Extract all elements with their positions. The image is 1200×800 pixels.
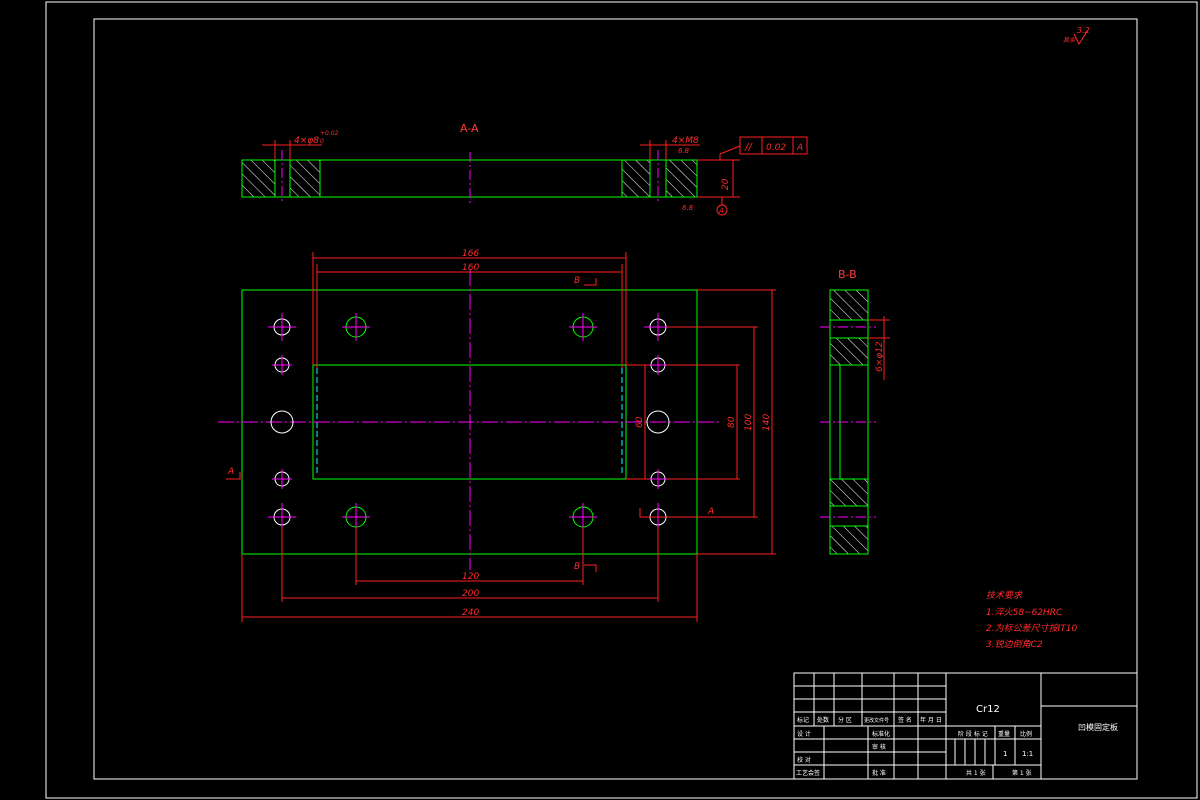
tech-req-3: 3.锐边倒角C2 bbox=[986, 639, 1043, 650]
tb-weight: 重量 bbox=[998, 730, 1010, 738]
tb-check: 校 对 bbox=[797, 756, 811, 764]
tech-req-2: 2.为标公差尺寸按IT10 bbox=[986, 623, 1077, 634]
title-block bbox=[793, 672, 1138, 780]
tech-requirements: 技术要求 1.淬火58~62HRC 2.为标公差尺寸按IT10 3.锐边倒角C2 bbox=[986, 590, 1077, 650]
datum-marker bbox=[716, 204, 728, 216]
tb-review: 审 核 bbox=[872, 743, 886, 751]
tb-stage: 阶 段 标 记 bbox=[958, 730, 988, 738]
tb-process: 工艺会签 bbox=[796, 769, 820, 777]
tb-sheets-total: 共 1 张 bbox=[966, 769, 986, 777]
dim-80: 80 bbox=[727, 416, 737, 428]
drawing-frame bbox=[45, 1, 1198, 799]
dim-200: 200 bbox=[462, 589, 479, 599]
flatness-datum: A bbox=[796, 143, 803, 153]
tb-header-2: 分 区 bbox=[838, 716, 852, 724]
bottom-dims bbox=[241, 527, 698, 622]
thickness-dim: 20 bbox=[721, 178, 731, 190]
thread-bottom: 6.8 bbox=[682, 204, 694, 212]
flatness-frame bbox=[739, 136, 808, 155]
material: Cr12 bbox=[976, 704, 1000, 715]
top-hole-tol-low: 0 bbox=[320, 138, 324, 145]
tb-design: 设 计 bbox=[797, 730, 811, 738]
cut-a-right: A bbox=[707, 507, 714, 517]
section-bb-label: B-B bbox=[838, 268, 857, 281]
top-dims bbox=[312, 252, 627, 368]
tb-sheet-no: 第 1 张 bbox=[1012, 769, 1032, 777]
dim-240: 240 bbox=[462, 608, 479, 618]
tb-header-4: 签 名 bbox=[898, 716, 912, 724]
plan-view: 166 160 120 200 240 60 80 100 140 bbox=[218, 249, 776, 622]
section-aa-view: A-A 4×φ8 +0.02 0 4×M8 6.8 6.8 20 // 0.02 bbox=[241, 122, 808, 216]
thread-depth: 6.8 bbox=[678, 147, 690, 155]
dim-166: 166 bbox=[462, 249, 479, 259]
tb-scale-value: 1:1 bbox=[1022, 750, 1033, 758]
section-aa-hatch-right-2 bbox=[665, 159, 698, 198]
tb-approve: 批 准 bbox=[872, 769, 886, 777]
section-bb-view: B-B 6×φ12 bbox=[820, 268, 890, 555]
part-name: 凹模固定板 bbox=[1078, 722, 1118, 732]
dim-140: 140 bbox=[762, 414, 772, 431]
tb-weight-value: 1 bbox=[1003, 750, 1007, 758]
right-dims bbox=[626, 289, 776, 555]
roughness-prefix: 其余 bbox=[1063, 36, 1076, 44]
flatness-symbol: // bbox=[744, 142, 753, 153]
dim-100: 100 bbox=[744, 414, 754, 431]
tb-scale: 比例 bbox=[1020, 730, 1032, 738]
bb-holes-callout: 6×φ12 bbox=[875, 341, 885, 372]
section-aa-hatch-right-1 bbox=[621, 159, 651, 198]
cut-b-bottom: B bbox=[574, 562, 580, 572]
section-aa-label: A-A bbox=[460, 122, 479, 135]
top-hole-callout: 4×φ8 bbox=[294, 136, 319, 146]
cut-b-top: B bbox=[574, 276, 580, 286]
tech-req-title: 技术要求 bbox=[986, 590, 1023, 601]
tb-header-3: 更改文件号 bbox=[864, 717, 889, 724]
top-hole-tol: +0.02 bbox=[320, 130, 339, 137]
roughness-symbol: 3.2 其余 bbox=[1063, 26, 1090, 46]
tb-header-5: 年 月 日 bbox=[920, 716, 942, 724]
section-aa-hatch-left-2 bbox=[289, 159, 321, 198]
tb-header-0: 标记 bbox=[797, 716, 809, 724]
dim-120: 120 bbox=[462, 572, 479, 582]
roughness-value: 3.2 bbox=[1077, 26, 1090, 35]
hole-crosshairs bbox=[268, 313, 672, 531]
flatness-value: 0.02 bbox=[766, 143, 786, 153]
section-aa-hatch-left-1 bbox=[241, 159, 276, 198]
dim-160: 160 bbox=[462, 263, 479, 273]
tech-req-1: 1.淬火58~62HRC bbox=[986, 607, 1063, 618]
tb-standard: 标准化 bbox=[872, 730, 890, 738]
datum-label: A bbox=[718, 207, 724, 215]
cut-markers bbox=[226, 278, 718, 572]
dim-60: 60 bbox=[635, 416, 645, 428]
tb-header-1: 处数 bbox=[817, 716, 829, 724]
cut-a-left: A bbox=[227, 467, 234, 477]
thread-callout: 4×M8 bbox=[672, 136, 699, 146]
